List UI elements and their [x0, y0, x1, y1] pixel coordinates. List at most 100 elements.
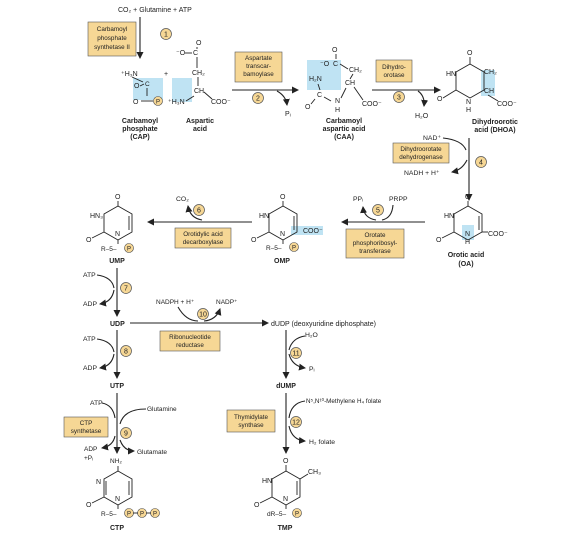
svg-text:H₂N: H₂N: [309, 76, 322, 83]
step5-side-in: PRPP: [389, 196, 408, 203]
step8-side-in: ATP: [83, 336, 96, 343]
step4-side-arrow-out: [451, 159, 468, 175]
svg-text:Carbamoyl: Carbamoyl: [122, 118, 158, 125]
svg-text:O: O: [196, 40, 202, 47]
svg-text:C: C: [145, 81, 150, 88]
svg-text:O: O: [332, 47, 338, 54]
svg-text:phosphoribosyl-: phosphoribosyl-: [353, 240, 397, 247]
svg-text:C: C: [317, 92, 322, 99]
svg-text:CH₂: CH₂: [484, 69, 497, 76]
step12-number: 12: [290, 416, 302, 428]
svg-text:1: 1: [164, 32, 168, 39]
svg-text:COO⁻: COO⁻: [497, 101, 517, 108]
svg-text:aspartic acid: aspartic acid: [323, 126, 366, 133]
svg-text:2: 2: [256, 96, 260, 103]
caa-structure: O ⁻O C CH₂ H₂N CH C O N H COO⁻: [305, 47, 382, 114]
svg-text:(CAP): (CAP): [130, 134, 149, 141]
step3-side-arrow: [417, 90, 429, 107]
cap-label: Carbamoyl phosphate (CAP): [122, 118, 158, 141]
svg-text:P: P: [140, 512, 144, 518]
svg-text:10: 10: [199, 312, 207, 319]
svg-text:synthetase II: synthetase II: [94, 44, 130, 51]
svg-text:O: O: [86, 502, 92, 509]
svg-text:HN: HN: [262, 478, 272, 485]
step9-side-in: ATP: [90, 400, 103, 407]
step8-number: 8: [120, 345, 132, 357]
svg-text:12: 12: [292, 420, 300, 427]
omp-label: OMP: [274, 258, 290, 265]
svg-text:HN₃: HN₃: [90, 213, 103, 220]
step9-side-out3: Glutamate: [137, 449, 167, 456]
step7-side-in: ATP: [83, 272, 96, 279]
step1-enzyme-box: Carbamoyl phosphate synthetase II: [87, 21, 137, 57]
svg-text:CH₂: CH₂: [192, 70, 205, 77]
step12-side-out: H₂ folate: [309, 439, 335, 446]
omp-highlight: [291, 226, 323, 235]
step9-side-arrow-in2: [119, 408, 147, 425]
step9-side-in2: Glutamine: [147, 406, 177, 413]
svg-text:N: N: [115, 496, 120, 503]
step3-number: 3: [393, 91, 405, 103]
start-reactants: CO₂ + Glutamine + ATP: [118, 7, 192, 14]
step7-side-out: ADP: [83, 301, 97, 308]
svg-text:⁻O: ⁻O: [176, 50, 186, 57]
svg-text:CH: CH: [484, 88, 494, 95]
svg-text:decarboxylase: decarboxylase: [183, 239, 224, 246]
svg-text:O: O: [437, 96, 443, 103]
oa-highlight: [462, 225, 474, 240]
svg-text:N: N: [335, 98, 340, 105]
svg-text:N: N: [466, 99, 471, 106]
svg-text:7: 7: [124, 286, 128, 293]
svg-text:R–5–: R–5–: [101, 246, 117, 253]
utp-label: UTP: [110, 383, 124, 390]
svg-text:acid: acid: [193, 126, 207, 133]
step11-side-out: Pᵢ: [309, 366, 315, 373]
step8-side-out: ADP: [83, 365, 97, 372]
udp-label: UDP: [110, 321, 125, 328]
step4-side-in: NAD⁺: [423, 135, 441, 142]
svg-text:N: N: [280, 231, 285, 238]
svg-text:O: O: [251, 237, 257, 244]
svg-text:Orotate: Orotate: [365, 232, 386, 239]
svg-text:3: 3: [397, 95, 401, 102]
svg-text:transcar-: transcar-: [246, 63, 271, 70]
asp-label: Aspartic acid: [186, 118, 214, 133]
svg-text:O: O: [133, 99, 139, 106]
step12-enzyme-box: Thymidylate synthase: [226, 409, 276, 433]
svg-text:O: O: [465, 194, 471, 201]
svg-text:CH: CH: [194, 88, 204, 95]
svg-text:P: P: [153, 512, 157, 518]
step9-enzyme-box: CTP synthetase: [63, 416, 109, 438]
step10-enzyme-box: Ribonucleotide reductase: [159, 330, 221, 352]
dudp-label: dUDP (deoxyuridine diphosphate): [271, 321, 376, 328]
svg-text:O: O: [254, 502, 260, 509]
svg-text:reductase: reductase: [176, 342, 204, 349]
asp-highlight: [172, 78, 192, 102]
step1-number: 1: [160, 28, 172, 40]
svg-text:11: 11: [292, 351, 299, 358]
step3-enzyme-box: Dihydro- orotase: [375, 59, 413, 83]
step9-side-arrow-in: [101, 402, 116, 419]
svg-text:(OA): (OA): [458, 261, 473, 268]
svg-text:R–5–: R–5–: [266, 245, 282, 252]
step10-side-arrow-out: [203, 308, 222, 322]
svg-text:P: P: [127, 512, 131, 518]
caa-highlight: [307, 60, 341, 90]
svg-text:H: H: [466, 107, 471, 114]
step4-side-out: NADH + H⁺: [404, 170, 440, 177]
ump-structure: O HN₃ O N R–5– P: [86, 194, 134, 253]
step10-side-arrow-in: [177, 306, 199, 322]
svg-text:9: 9: [124, 431, 128, 438]
svg-text:transferase: transferase: [359, 248, 391, 255]
step12-side-in: N⁵,N¹⁰-Methylene H₄ folate: [306, 398, 382, 405]
ump-label: UMP: [109, 258, 125, 265]
ctp-label: CTP: [110, 525, 124, 532]
step10-number: 10: [197, 308, 209, 320]
cap-aspartate-structure: ⁺H₃N O C O P + ⁻O C O CH₂ ⁺H₃N CH COO⁻: [121, 40, 231, 106]
svg-text:8: 8: [124, 349, 128, 356]
svg-text:COO⁻: COO⁻: [362, 101, 382, 108]
oa-label: Orotic acid (OA): [448, 252, 485, 268]
step9-side-arrow-out: [101, 435, 116, 451]
